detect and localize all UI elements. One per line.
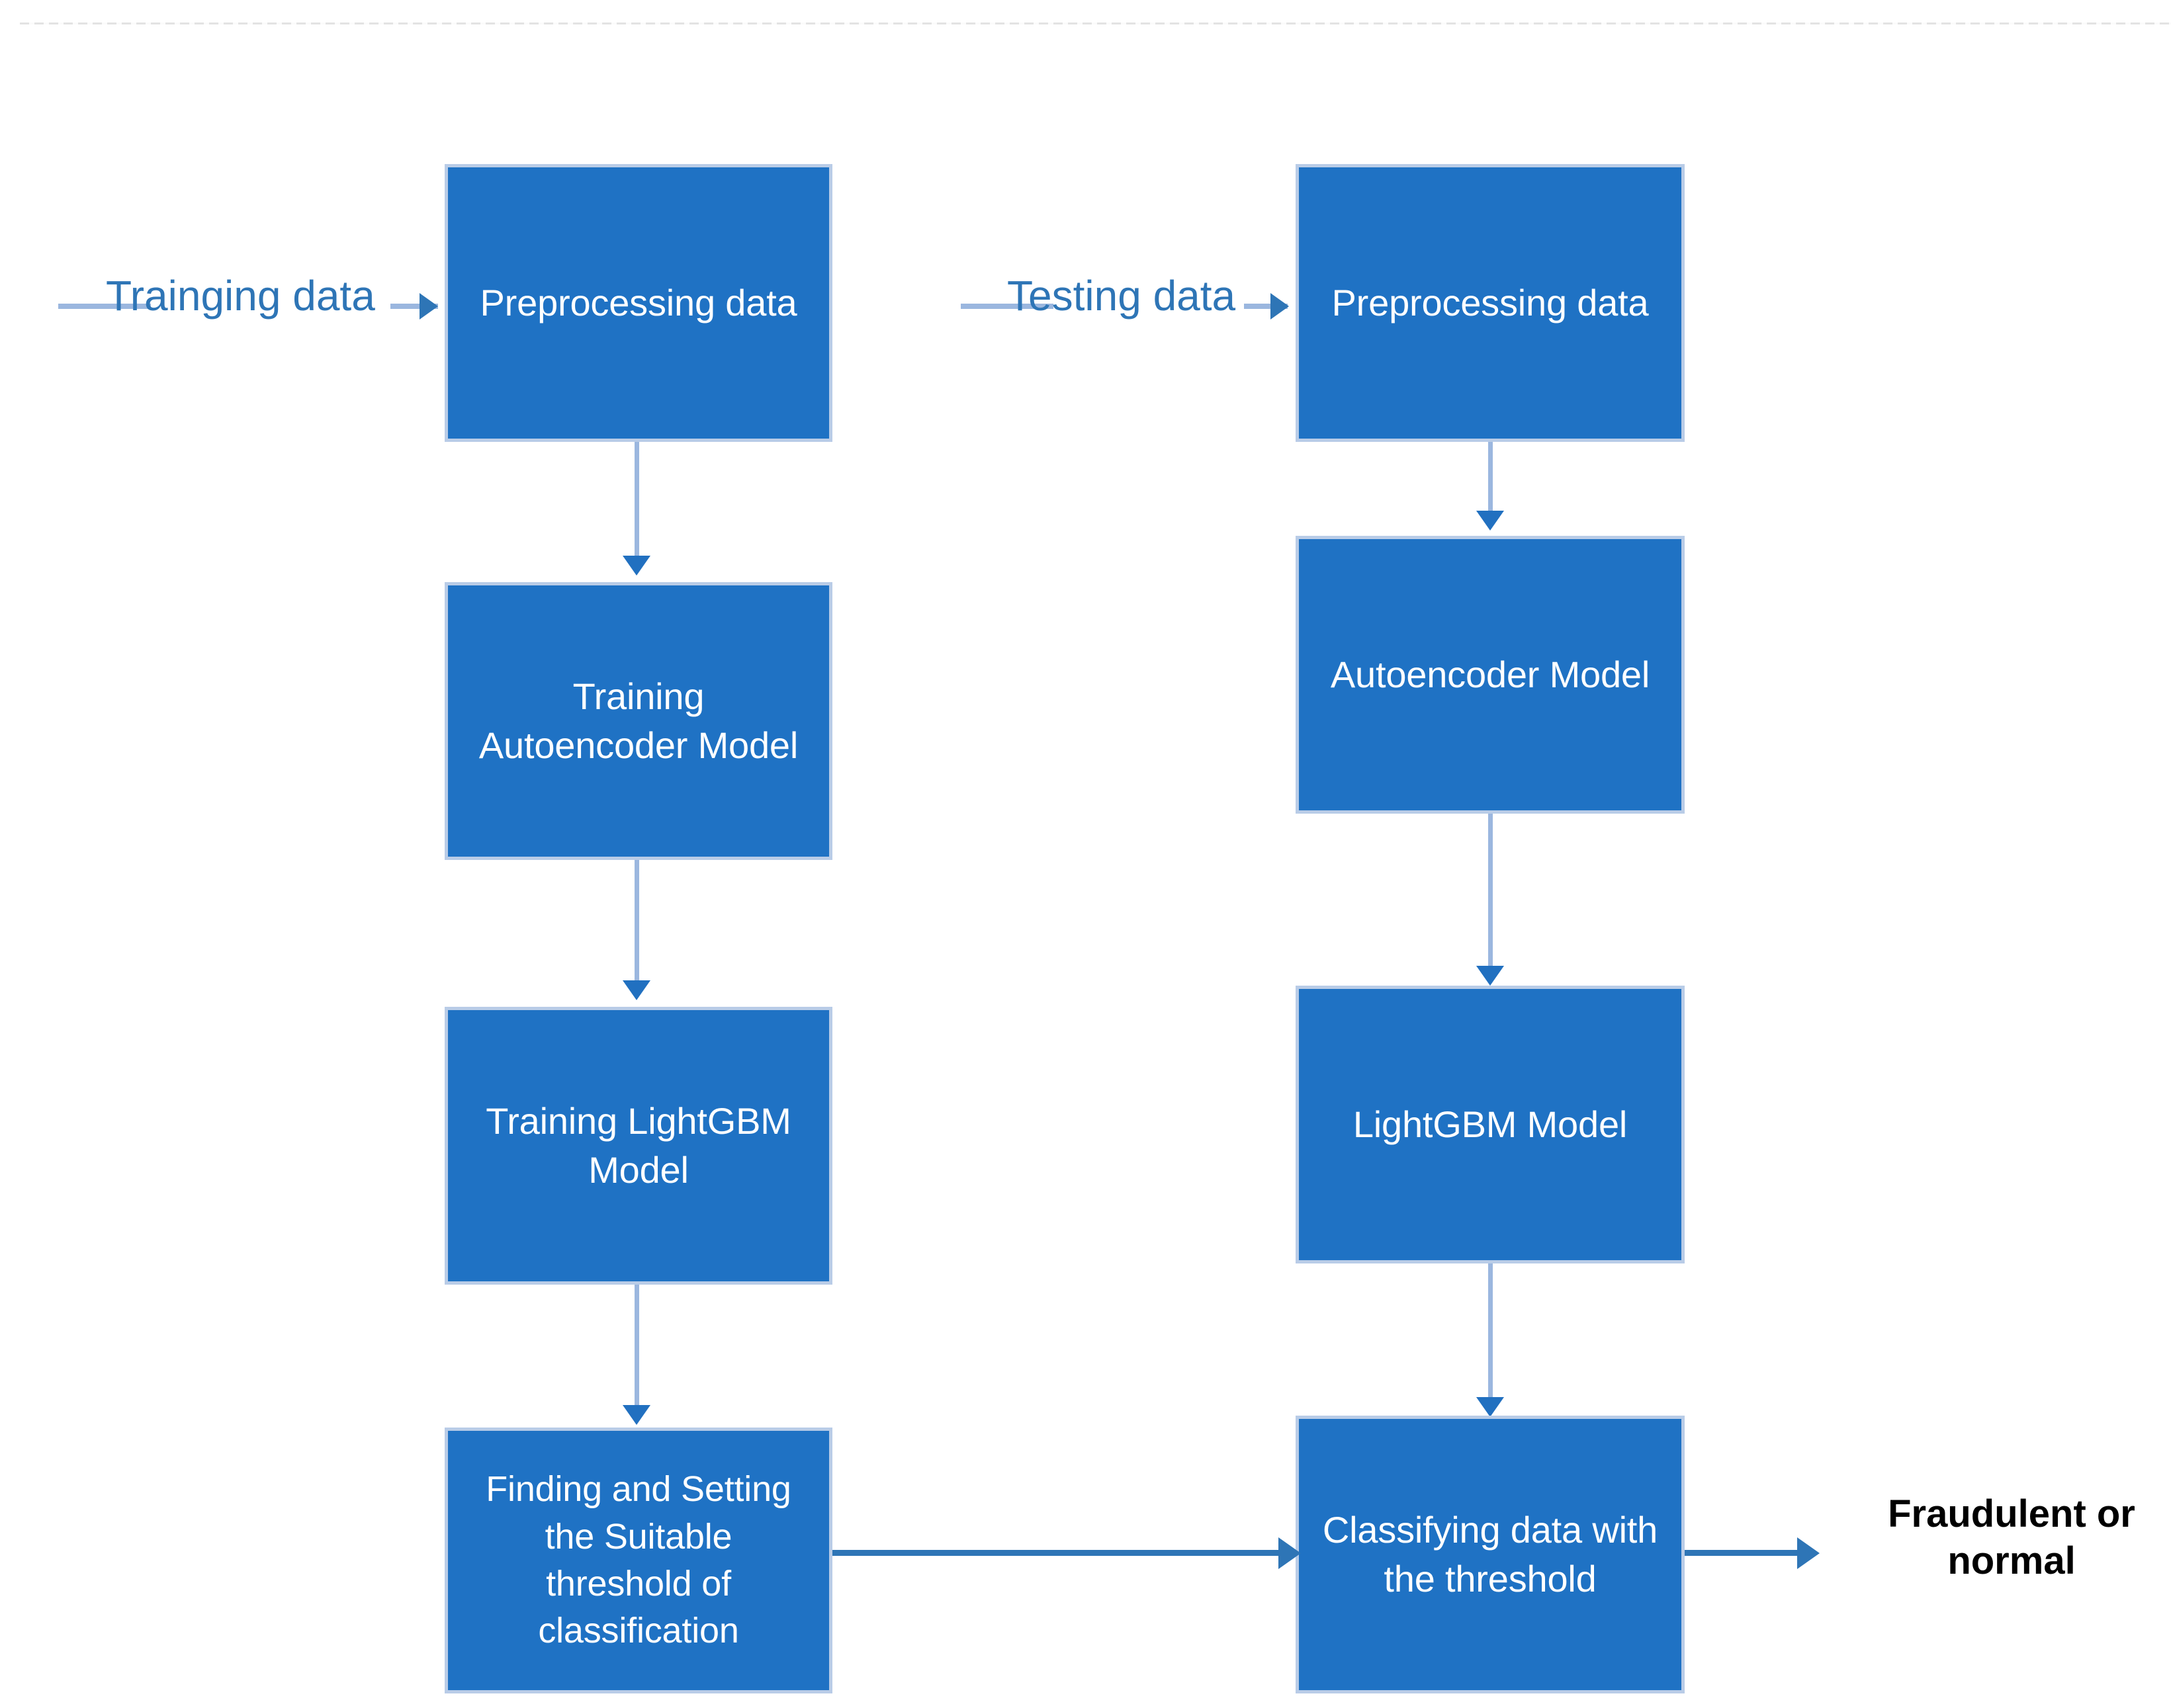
connector-train-preprocessing-to-autoencoder — [635, 442, 639, 562]
node-test-preprocessing[interactable]: Preprocessing data — [1296, 164, 1685, 442]
connector-train-autoencoder-to-lightgbm — [635, 860, 639, 987]
connector-threshold-to-classify — [832, 1550, 1286, 1556]
testing-data-label: Testing data — [1007, 272, 1236, 320]
output-label: Fraudulent or normal — [1888, 1492, 2135, 1582]
arrow-right-icon-output — [1797, 1537, 1820, 1569]
arrow-down-icon-test-2 — [1476, 966, 1504, 986]
node-train-autoencoder[interactable]: Training Autoencoder Model — [445, 582, 832, 860]
connector-test-preprocessing-to-autoencoder — [1488, 442, 1493, 516]
connector-test-lightgbm-to-classify — [1488, 1263, 1493, 1404]
node-train-preprocessing[interactable]: Preprocessing data — [445, 164, 832, 442]
arrow-down-icon-train-1 — [623, 556, 650, 576]
testing-data-stub-line — [961, 304, 1053, 309]
arrow-right-icon-threshold-to-classify — [1278, 1537, 1301, 1569]
arrow-down-icon-test-1 — [1476, 511, 1504, 531]
connector-train-lightgbm-to-threshold — [635, 1285, 639, 1412]
node-test-autoencoder[interactable]: Autoencoder Model — [1296, 536, 1685, 814]
connector-classify-to-output — [1685, 1550, 1804, 1556]
arrow-down-icon-train-3 — [623, 1405, 650, 1425]
training-data-arrow-icon — [420, 293, 438, 320]
training-data-label: Trainging data — [106, 272, 375, 320]
node-test-lightgbm[interactable]: LightGBM Model — [1296, 986, 1685, 1263]
top-divider-rule — [20, 22, 2171, 24]
connector-test-autoencoder-to-lightgbm — [1488, 814, 1493, 972]
node-train-threshold[interactable]: Finding and Setting the Suitable thresho… — [445, 1428, 832, 1693]
arrow-down-icon-test-3 — [1476, 1397, 1504, 1417]
training-data-stub-line — [58, 304, 151, 309]
node-train-lightgbm[interactable]: Training LightGBM Model — [445, 1007, 832, 1285]
testing-data-connector-line — [1244, 304, 1288, 309]
arrow-down-icon-train-2 — [623, 980, 650, 1000]
testing-data-arrow-icon — [1270, 293, 1289, 320]
node-test-classify[interactable]: Classifying data with the threshold — [1296, 1416, 1685, 1693]
training-data-connector-line — [390, 304, 438, 309]
